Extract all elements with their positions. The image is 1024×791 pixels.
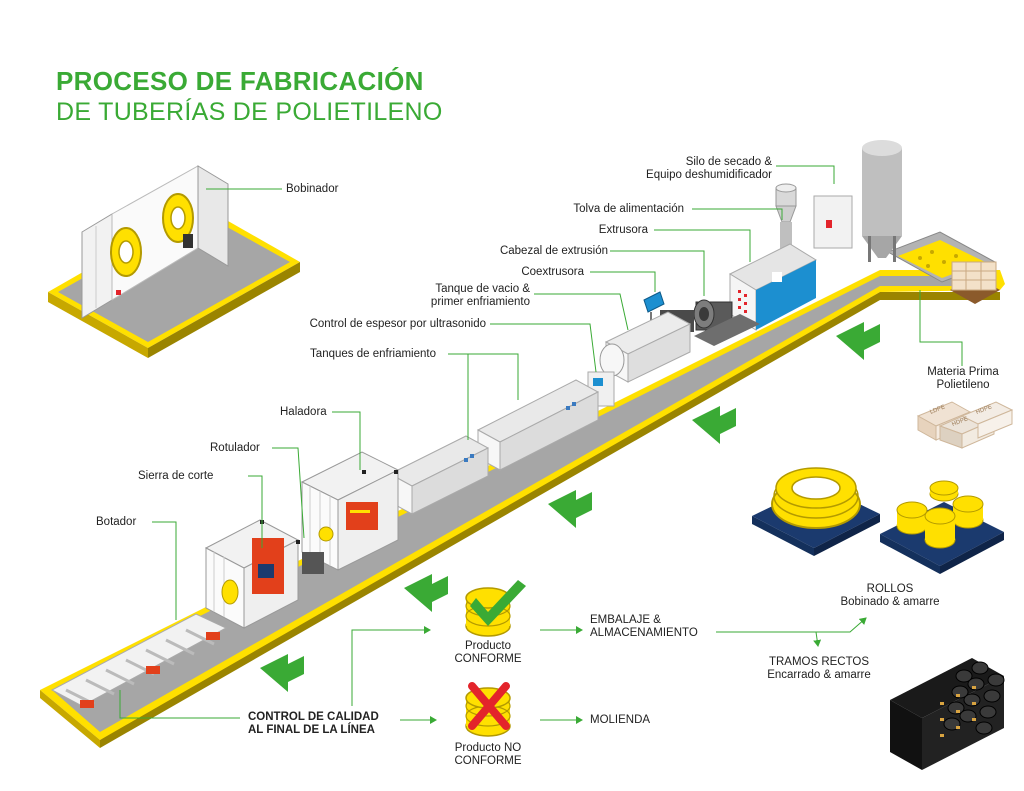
label-tolva: Tolva de alimentación: [573, 203, 684, 215]
bobinador-machine: [81, 165, 229, 319]
label-rollos-line1: ROLLOS: [866, 583, 914, 595]
label-embalaje-line2: ALMACENAMIENTO: [590, 627, 698, 639]
flow-connectors: [351, 617, 867, 724]
label-producto-no-conforme-line2: CONFORME: [454, 755, 522, 767]
haul-off-cabin: [300, 451, 400, 571]
label-silo: Silo de secado & Equipo deshumidificador: [604, 156, 772, 182]
material-pallet: [950, 261, 1000, 304]
label-producto-conforme-line2: CONFORME: [454, 653, 522, 665]
label-producto-no-conforme: Producto NO CONFORME: [436, 742, 540, 768]
pipe-bundle: [890, 658, 1005, 770]
saw-cabin: [204, 519, 300, 629]
label-embalaje: EMBALAJE & ALMACENAMIENTO: [590, 614, 698, 640]
drying-silo: [813, 140, 902, 262]
no-conforme-icon: [465, 682, 511, 737]
label-botador: Botador: [96, 516, 137, 528]
label-haladora: Haladora: [280, 406, 327, 418]
label-tanque-vacio: Tanque de vacio & primer enfriamiento: [396, 283, 530, 309]
raw-material-bags: [916, 401, 1014, 449]
label-sierra: Sierra de corte: [138, 470, 214, 482]
label-tramos: TRAMOS RECTOS Encarrado & amarre: [752, 656, 886, 682]
label-rollos: ROLLOS Bobinado & amarre: [830, 583, 950, 609]
page-title: PROCESO DE FABRICACIÓN: [56, 66, 424, 96]
page-subtitle: DE TUBERÍAS DE POLIETILENO: [56, 98, 443, 126]
label-producto-conforme: Producto CONFORME: [440, 640, 536, 666]
label-tanques-enfriamiento: Tanques de enfriamiento: [310, 348, 436, 360]
label-embalaje-line1: EMBALAJE &: [590, 614, 661, 626]
label-producto-conforme-line1: Producto: [464, 640, 512, 652]
label-cabezal: Cabezal de extrusión: [499, 245, 608, 257]
feed-hopper: [775, 183, 797, 250]
label-materia-prima-line1: Materia Prima: [927, 366, 999, 378]
label-control-calidad-line2: AL FINAL DE LA LÍNEA: [248, 724, 375, 736]
bobinador-platform: [48, 205, 300, 358]
label-control-espesor: Control de espesor por ultrasonido: [309, 318, 486, 330]
rolls-pallet: [752, 467, 880, 556]
raw-material-bin: [886, 231, 1000, 304]
pusher-rollers: [50, 613, 228, 708]
label-silo-line1: Silo de secado &: [685, 156, 772, 168]
label-rollos-line2: Bobinado & amarre: [840, 596, 940, 608]
label-molienda: MOLIENDA: [590, 714, 651, 726]
extruder: [728, 243, 818, 331]
label-extrusora: Extrusora: [598, 224, 648, 236]
label-producto-no-conforme-line1: Producto NO: [454, 742, 522, 754]
label-silo-line2: Equipo deshumidificador: [646, 169, 772, 181]
conforme-icon: [465, 580, 526, 637]
small-rolls-pallet: [880, 480, 1004, 574]
marker-unit: [302, 526, 334, 574]
production-floor: [40, 270, 1005, 748]
label-control-calidad: CONTROL DE CALIDAD AL FINAL DE LA LÍNEA: [248, 711, 379, 737]
label-rotulador: Rotulador: [210, 442, 260, 454]
label-tramos-line1: TRAMOS RECTOS: [768, 656, 870, 668]
flow-arrows: [260, 322, 880, 692]
label-bobinador: Bobinador: [286, 183, 339, 195]
leader-lines: [119, 165, 963, 719]
label-tanque-vacio-line1: Tanque de vacio &: [435, 283, 530, 295]
label-tramos-line2: Encarrado & amarre: [767, 669, 871, 681]
label-tanque-vacio-line2: primer enfriamiento: [430, 296, 530, 308]
label-materia-prima: Materia Prima Polietileno: [910, 366, 1016, 392]
label-control-calidad-line1: CONTROL DE CALIDAD: [248, 711, 379, 723]
label-materia-prima-line2: Polietileno: [936, 379, 990, 391]
label-coextrusora: Coextrusora: [521, 266, 584, 278]
